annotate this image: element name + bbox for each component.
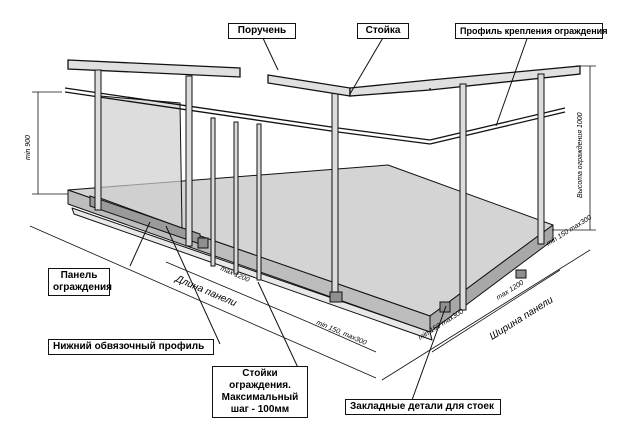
label-embedded-parts: Закладные детали для стоек [345,399,501,415]
dim-fence-height: Высота ограждения 1000 [576,112,584,198]
label-fixing-profile: Профиль крепления ограждения [455,23,607,39]
dim-max1200-b: max 1200 [495,279,525,301]
dimension-lines [29,65,596,381]
right-posts [459,73,545,311]
dim-height-min: min 900 [25,135,32,160]
front-posts [94,69,339,297]
label-fence-posts: Стойки ограждения. Максимальный шаг - 10… [212,366,308,418]
label-panel: Панель ограждения [48,268,112,296]
label-bottom-profile: Нижний обвязочный профиль [48,339,214,355]
label-handrail: Поручень [228,23,296,39]
embedded-parts [197,237,527,313]
leader-lines [129,35,529,401]
dim-min150-max300-a: min 150, max300 [315,319,367,346]
front-rails [64,59,339,133]
back-rails [267,65,581,145]
label-post: Стойка [357,23,409,39]
